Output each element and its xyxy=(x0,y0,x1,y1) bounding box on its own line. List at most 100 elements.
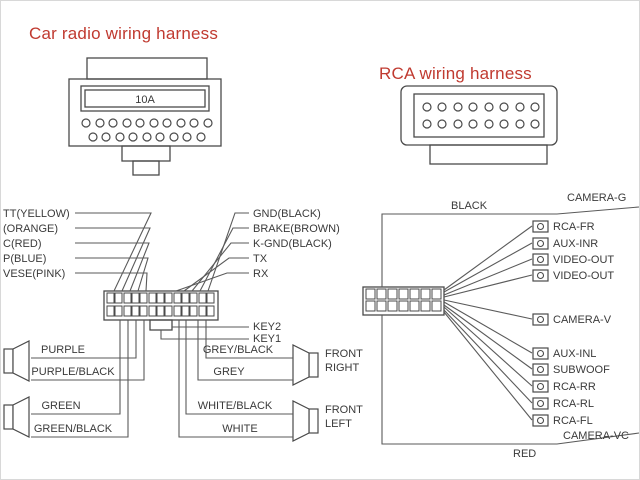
pin-circle xyxy=(122,118,132,128)
front-left-label-line1: FRONT xyxy=(325,404,363,416)
speaker-section: PURPLE PURPLE/BLACK GREEN GREEN/BLACK GR… xyxy=(3,320,363,442)
plug-cell xyxy=(114,305,123,317)
rca-plug-icon xyxy=(532,347,549,360)
wire-label-brake: BRAKE(BROWN) xyxy=(253,223,340,235)
wire-label-green-black: GREEN/BLACK xyxy=(34,423,113,435)
wire-label-p-blue: P(BLUE) xyxy=(3,253,46,265)
pin-circle xyxy=(437,119,447,129)
camera-power-color-label: RED xyxy=(513,448,536,460)
plug-cell xyxy=(387,288,398,300)
pin-circle xyxy=(95,118,105,128)
speaker-front-right-icon xyxy=(292,344,319,386)
rca-output-label: RCA-RR xyxy=(553,381,596,393)
rca-output-label: RCA-FL xyxy=(553,415,593,427)
camera-power-section: RED CAMERA-VC xyxy=(381,315,639,460)
speaker-left-top-icon xyxy=(3,340,30,382)
plug-cell xyxy=(181,305,190,317)
rca-output-label: AUX-INR xyxy=(553,238,598,250)
pin-circle xyxy=(484,119,494,129)
fuse-box-inner xyxy=(84,89,206,108)
plug-cell xyxy=(164,292,173,304)
wire-white-black xyxy=(185,320,293,415)
plug-cell xyxy=(123,305,132,317)
fuse-box-outer xyxy=(80,85,210,112)
wire-white xyxy=(178,320,293,438)
rca-output-label: VIDEO-OUT xyxy=(553,270,614,282)
camera-ground-color-label: BLACK xyxy=(451,200,488,212)
rca-plug-icon xyxy=(532,253,549,266)
pin-circle xyxy=(176,118,186,128)
wire-gnd xyxy=(207,212,249,292)
fuse-rating-label: 10A xyxy=(135,94,155,106)
rca-output-label: RCA-RL xyxy=(553,398,594,410)
pin-circle xyxy=(189,118,199,128)
main-plug-bottom-tab xyxy=(149,319,173,331)
plug-cell xyxy=(198,305,207,317)
pin-circle xyxy=(453,119,463,129)
rca-wire xyxy=(443,225,533,291)
plug-cell xyxy=(156,292,165,304)
car-radio-connector: 10A xyxy=(68,57,222,176)
plug-cell xyxy=(431,288,442,300)
plug-cell xyxy=(365,300,376,312)
pin-circle xyxy=(484,102,494,112)
wire-label-key2: KEY2 xyxy=(253,321,281,333)
car-connector-neck xyxy=(121,145,171,162)
rca-wire xyxy=(443,306,533,387)
plug-cell xyxy=(398,288,409,300)
pin-circle xyxy=(149,118,159,128)
wire-orange xyxy=(75,227,151,292)
wire-label-grey-black: GREY/BLACK xyxy=(203,344,274,356)
wire-label-grey: GREY xyxy=(213,366,245,378)
plug-cell xyxy=(106,305,115,317)
wire-label-purple-black: PURPLE/BLACK xyxy=(31,366,115,378)
rca-plug-icon xyxy=(532,220,549,233)
wire-label-rx: RX xyxy=(253,268,269,280)
left-wire-lines xyxy=(75,212,152,292)
rca-connector-pins xyxy=(422,102,540,129)
rca-plug-icon xyxy=(532,363,549,376)
plug-cell xyxy=(198,292,207,304)
rca-wire xyxy=(443,304,533,370)
wire-label-purple: PURPLE xyxy=(41,344,85,356)
plug-cell xyxy=(376,288,387,300)
camera-ground-label: CAMERA-G xyxy=(567,192,626,204)
wire-rx xyxy=(175,272,249,292)
plug-cell xyxy=(420,288,431,300)
wire-pink xyxy=(75,272,148,292)
wire-purple-black xyxy=(31,320,145,381)
camera-ground-wire xyxy=(381,206,639,287)
plug-cell xyxy=(173,292,182,304)
rca-wire xyxy=(443,309,533,404)
pin-circle xyxy=(515,102,525,112)
plug-cell xyxy=(173,305,182,317)
pin-circle xyxy=(530,102,540,112)
pin-circle xyxy=(422,102,432,112)
pin-circle xyxy=(135,118,145,128)
car-connector-pins xyxy=(81,118,213,142)
rca-output-wires xyxy=(443,225,533,421)
pin-circle xyxy=(196,132,206,142)
rca-output-label: AUX-INL xyxy=(553,348,596,360)
wire-label-kgnd: K-GND(BLACK) xyxy=(253,238,332,250)
rca-plug-outer xyxy=(362,286,445,316)
plug-cell xyxy=(365,288,376,300)
rca-output-label: SUBWOOF xyxy=(553,364,610,376)
pin-circle xyxy=(515,119,525,129)
plug-cell xyxy=(139,305,148,317)
pin-circle xyxy=(81,118,91,128)
rca-output-label: RCA-FR xyxy=(553,221,595,233)
plug-cell xyxy=(139,292,148,304)
rca-plug-icon xyxy=(532,313,549,326)
plug-cell xyxy=(131,292,140,304)
pin-circle xyxy=(169,132,179,142)
plug-cell xyxy=(206,292,215,304)
main-plug-cells xyxy=(106,292,215,317)
plug-cell xyxy=(189,305,198,317)
center-wire-lines xyxy=(160,212,249,340)
pin-circle xyxy=(468,119,478,129)
pin-circle xyxy=(437,102,447,112)
rca-wire xyxy=(443,301,533,354)
pin-circle xyxy=(182,132,192,142)
wire-label-gnd: GND(BLACK) xyxy=(253,208,321,220)
